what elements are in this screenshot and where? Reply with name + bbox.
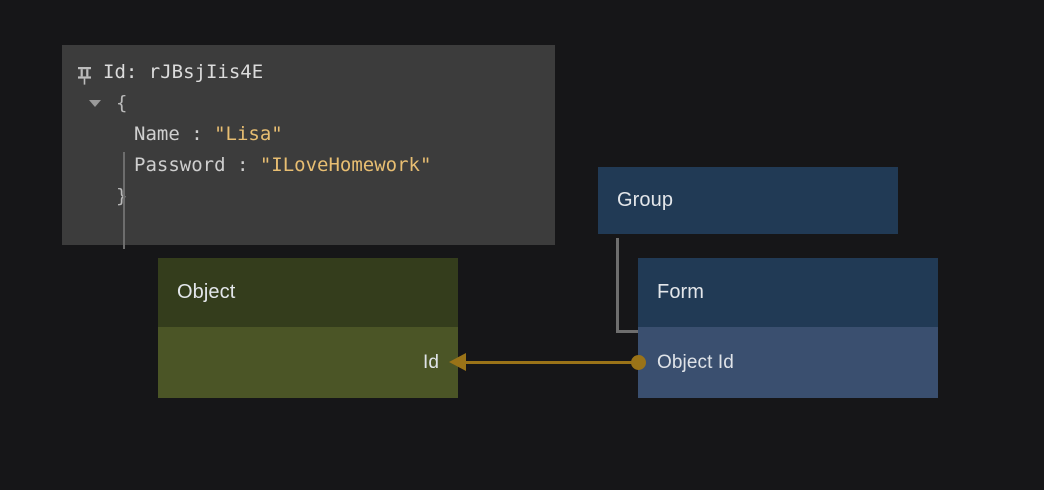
json-value: "ILoveHomework" [259, 154, 432, 176]
node-object-body[interactable]: Id [158, 327, 458, 398]
relationship-arrow-line[interactable] [464, 361, 639, 364]
json-open-brace-row[interactable]: { [76, 88, 541, 119]
node-form-title: Form [657, 281, 705, 303]
popup-title-row: Id: rJBsjIis4E [76, 57, 541, 88]
json-inspector-popup[interactable]: Id: rJBsjIis4E { Name : "Lisa" Password … [62, 45, 555, 249]
json-entry-row: Password : "ILoveHomework" [76, 150, 541, 181]
json-entry-row: Name : "Lisa" [76, 119, 541, 150]
node-form-field-object-id[interactable]: Object Id [657, 351, 734, 373]
json-separator: : [179, 123, 215, 145]
node-group-title: Group [617, 189, 674, 211]
node-object-header[interactable]: Object [158, 258, 458, 327]
json-open-brace: { [116, 92, 128, 114]
chevron-down-icon[interactable] [89, 100, 101, 107]
relationship-arrow-head-icon [449, 353, 466, 371]
json-key: Password [134, 154, 226, 176]
json-tree-guide-line [123, 152, 125, 249]
group-to-form-bracket [616, 238, 640, 333]
json-key: Name [134, 123, 180, 145]
node-form-body[interactable]: Object Id [638, 327, 938, 398]
node-object-field-id[interactable]: Id [422, 351, 439, 373]
node-form-header[interactable]: Form [638, 258, 938, 327]
json-close-brace: } [116, 185, 128, 207]
json-close-brace-row: } [76, 181, 541, 212]
pin-icon[interactable] [76, 64, 93, 85]
json-separator: : [225, 154, 260, 176]
popup-title-text: Id: rJBsjIis4E [103, 61, 264, 83]
relationship-arrow-source-dot-icon [631, 355, 646, 370]
json-value: "Lisa" [214, 123, 283, 145]
node-object-title: Object [177, 281, 236, 303]
node-group-header[interactable]: Group [598, 167, 898, 234]
